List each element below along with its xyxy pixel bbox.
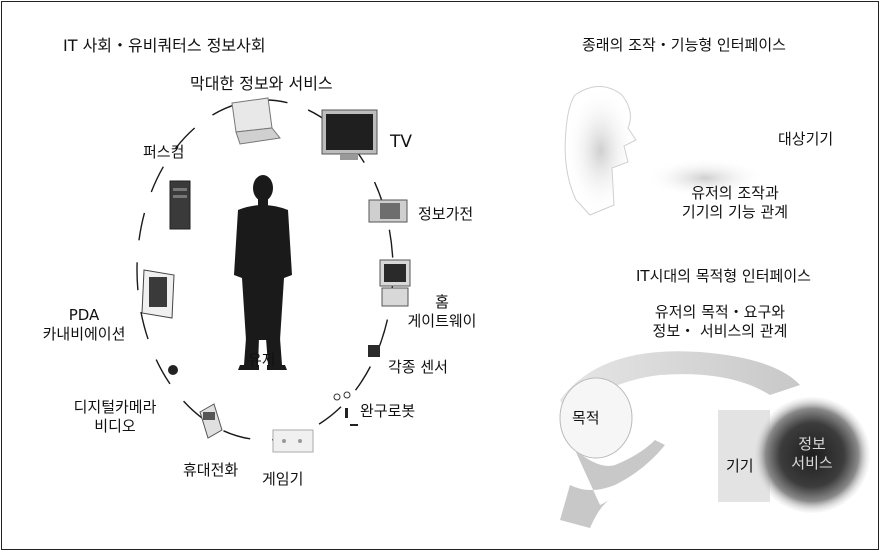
label-pc: 퍼스컴: [143, 143, 185, 161]
info-service-line-2: 서비스: [791, 454, 833, 472]
sensor-icon: [368, 345, 380, 357]
purpose-relation-line-1: 유저의 목적・요구와: [654, 303, 786, 321]
label-tv: TV: [390, 132, 413, 152]
label-device: 기기: [726, 457, 754, 475]
label-robot-toy: 완구로봇: [360, 402, 416, 420]
robot-toy-icon: [333, 391, 358, 426]
home-gateway-line-2: 게이트웨이: [407, 312, 477, 330]
pda-line-2: 카내비에이션: [42, 325, 126, 343]
label-sensors: 각종 센서: [388, 358, 448, 376]
camera-icon: [168, 365, 178, 375]
label-target-device: 대상기기: [778, 130, 834, 148]
right-bottom-heading: IT시대의 목적형 인터페이스: [636, 267, 811, 285]
label-pda-navigation: PDA 카내비에이션: [28, 306, 140, 344]
label-purpose: 목적: [572, 409, 600, 427]
label-camera-video: 디지털카메라 비디오: [55, 398, 175, 436]
label-mobile-phone: 휴대전화: [183, 461, 239, 479]
relation-line-1: 유저의 조작과: [691, 184, 779, 202]
info-appliance-icon: [368, 199, 408, 223]
relation-line-2: 기기의 기능 관계: [681, 203, 789, 221]
pda-line-1: PDA: [68, 306, 100, 324]
label-home-gateway: 홈 게이트웨이: [400, 293, 484, 331]
home-gateway-line-1: 홈: [435, 293, 449, 311]
left-heading: IT 사회・유비쿼터스 정보사회: [63, 36, 266, 55]
right-top-heading: 종래의 조작・기능형 인터페이스: [582, 36, 786, 54]
tv-icon: [321, 109, 378, 160]
desktop-tower-icon: [169, 180, 191, 230]
laptop-icon: [231, 97, 281, 145]
home-gateway-icon: [379, 259, 411, 307]
head-silhouette-top: [564, 86, 765, 216]
camera-line-2: 비디오: [94, 417, 136, 435]
label-info-service: 정보 서비스: [776, 435, 848, 473]
label-purpose-service-relation: 유저의 목적・요구와 정보・ 서비스의 관계: [630, 303, 810, 341]
purpose-interface-illustration: [559, 351, 870, 528]
label-operation-function-relation: 유저의 조작과 기기의 기능 관계: [655, 184, 815, 222]
purpose-relation-line-2: 정보・ 서비스의 관계: [652, 322, 788, 340]
mobile-phone-icon: [199, 403, 223, 439]
game-console-icon: [272, 429, 314, 453]
subtitle-information-services: 막대한 정보와 서비스: [190, 74, 333, 93]
label-info-appliance: 정보가전: [418, 205, 474, 223]
label-user: 유저: [248, 351, 276, 369]
pda-icon: [141, 269, 175, 319]
user-silhouette: [234, 175, 292, 370]
label-game-console: 게임기: [262, 470, 304, 488]
info-service-line-1: 정보: [798, 435, 826, 453]
camera-line-1: 디지털카메라: [73, 398, 157, 416]
